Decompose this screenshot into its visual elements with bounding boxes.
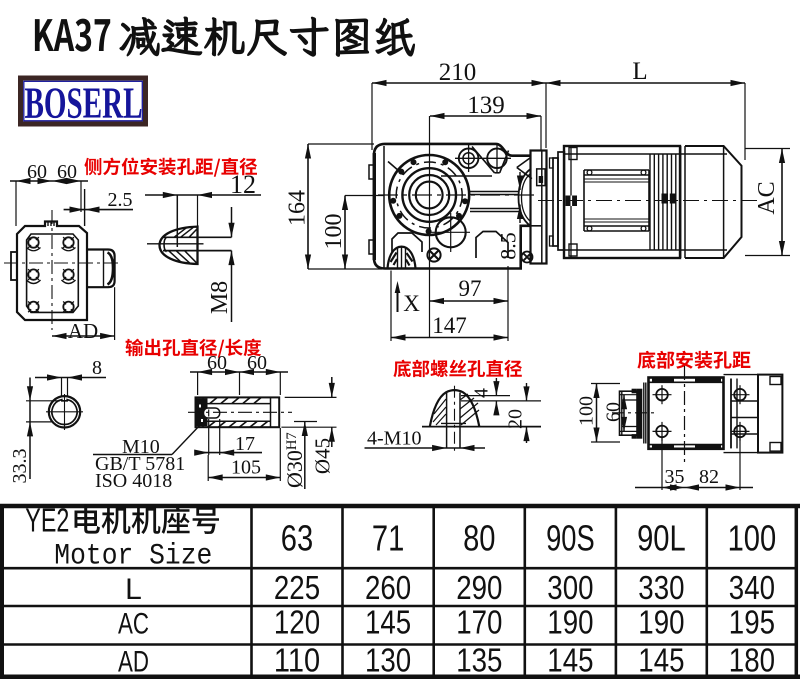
svg-text:130: 130 xyxy=(365,642,411,679)
svg-text:AD: AD xyxy=(68,319,98,343)
svg-text:AD: AD xyxy=(118,646,149,679)
svg-text:X: X xyxy=(403,291,420,316)
svg-text:180: 180 xyxy=(729,642,775,679)
svg-text:225: 225 xyxy=(274,569,320,606)
svg-text:260: 260 xyxy=(365,569,411,606)
svg-text:139: 139 xyxy=(467,92,505,119)
svg-text:8.5: 8.5 xyxy=(496,232,521,260)
svg-text:12: 12 xyxy=(230,170,256,199)
svg-text:L: L xyxy=(125,573,142,606)
svg-text:63: 63 xyxy=(281,518,313,559)
svg-text:60: 60 xyxy=(207,352,227,374)
svg-text:M8: M8 xyxy=(207,281,233,314)
svg-text:AC: AC xyxy=(754,181,780,214)
svg-text:120: 120 xyxy=(274,604,320,641)
svg-text:M10: M10 xyxy=(122,436,160,458)
svg-text:Ø45: Ø45 xyxy=(311,438,335,474)
svg-text:17: 17 xyxy=(235,433,255,455)
svg-text:33.3: 33.3 xyxy=(9,449,31,484)
svg-text:90L: 90L xyxy=(637,518,686,559)
svg-text:110: 110 xyxy=(274,642,320,679)
svg-text:145: 145 xyxy=(547,642,593,679)
svg-text:90S: 90S xyxy=(546,518,595,559)
svg-text:170: 170 xyxy=(456,604,502,641)
svg-text:AC: AC xyxy=(118,608,149,641)
svg-text:210: 210 xyxy=(439,59,477,86)
svg-text:GB/T 5781: GB/T 5781 xyxy=(95,453,185,475)
svg-text:4-M10: 4-M10 xyxy=(367,428,421,450)
svg-text:80: 80 xyxy=(463,518,495,559)
svg-text:Motor Size: Motor Size xyxy=(54,540,212,574)
svg-text:195: 195 xyxy=(729,604,775,641)
svg-text:330: 330 xyxy=(638,569,684,606)
svg-text:190: 190 xyxy=(547,604,593,641)
svg-text:60: 60 xyxy=(27,161,47,183)
svg-text:L: L xyxy=(632,58,647,85)
svg-text:147: 147 xyxy=(432,313,467,338)
svg-text:340: 340 xyxy=(729,569,775,606)
svg-text:190: 190 xyxy=(638,604,684,641)
svg-text:60: 60 xyxy=(603,402,625,422)
svg-text:100: 100 xyxy=(321,214,347,250)
svg-text:97: 97 xyxy=(459,276,482,301)
svg-text:4: 4 xyxy=(471,388,493,398)
svg-text:60: 60 xyxy=(247,352,267,374)
svg-text:290: 290 xyxy=(456,569,502,606)
svg-text:300: 300 xyxy=(547,569,593,606)
svg-text:145: 145 xyxy=(365,604,411,641)
svg-text:145: 145 xyxy=(638,642,684,679)
svg-text:105: 105 xyxy=(231,457,261,479)
svg-text:2.5: 2.5 xyxy=(108,189,133,211)
svg-text:35: 35 xyxy=(665,466,685,488)
svg-text:YE2: YE2 xyxy=(25,502,69,539)
svg-text:ISO 4018: ISO 4018 xyxy=(95,470,172,492)
svg-text:100: 100 xyxy=(728,518,777,559)
svg-text:82: 82 xyxy=(699,466,719,488)
svg-text:71: 71 xyxy=(372,518,404,559)
svg-text:20: 20 xyxy=(505,409,527,429)
svg-text:BOSERL: BOSERL xyxy=(25,79,143,128)
svg-text:100: 100 xyxy=(576,396,598,426)
svg-text:60: 60 xyxy=(57,161,77,183)
svg-text:135: 135 xyxy=(456,642,502,679)
svg-text:8: 8 xyxy=(92,357,102,379)
svg-text:164: 164 xyxy=(285,190,311,226)
